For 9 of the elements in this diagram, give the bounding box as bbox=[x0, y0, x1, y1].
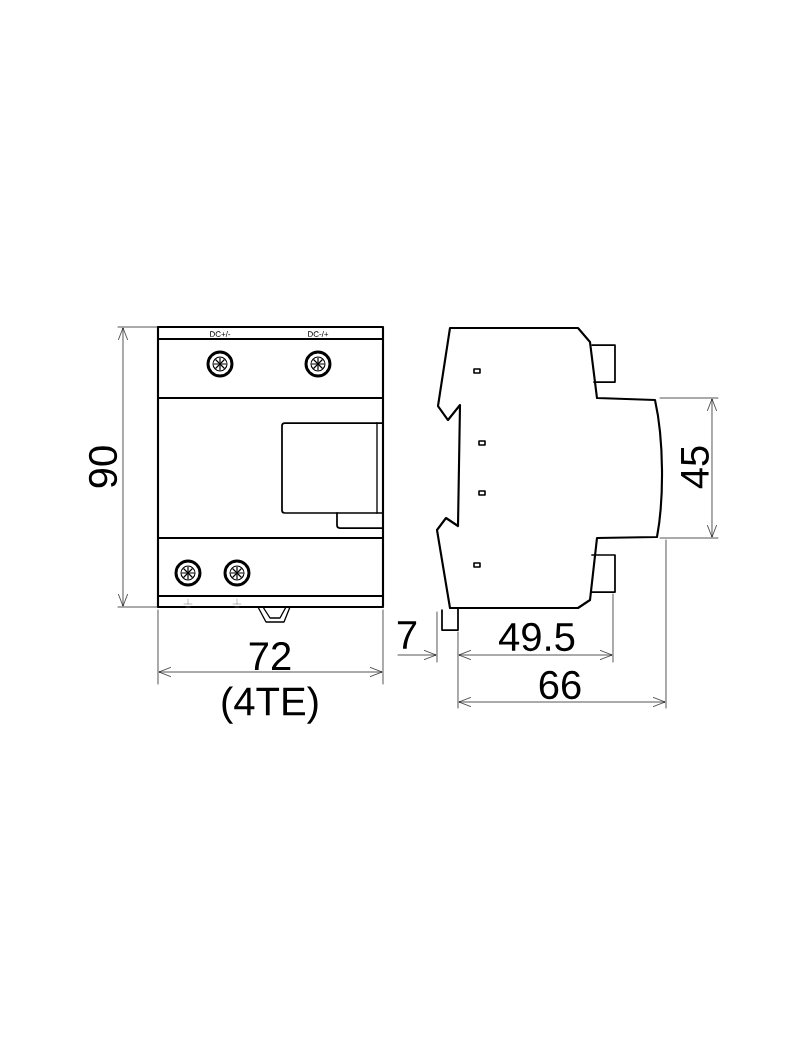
dimension-label: 90 bbox=[88, 446, 118, 488]
terminal-label: DC-/+ bbox=[308, 331, 329, 337]
dimension-label: 7 bbox=[397, 621, 417, 649]
terminal-label: DC+/- bbox=[210, 331, 231, 337]
dimension-label: 45 bbox=[681, 446, 709, 489]
dimension-label: 72 bbox=[249, 642, 291, 670]
dimension-label: 66 bbox=[539, 670, 581, 700]
dimension-label: (4TE) bbox=[222, 686, 318, 724]
dimension-label: 49.5 bbox=[499, 622, 575, 652]
